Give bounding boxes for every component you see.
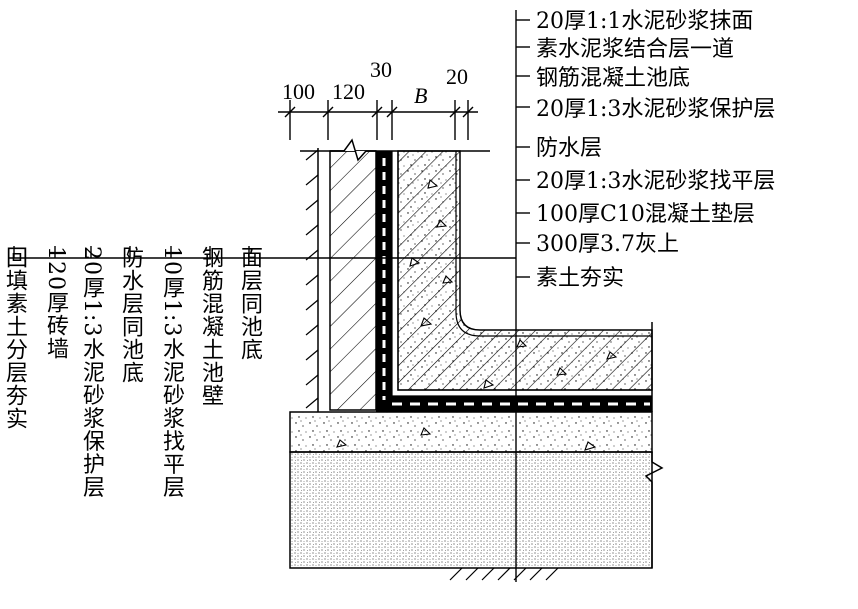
- label-backfill-soil: 回填素土分层夯实: [2, 246, 27, 430]
- label-surface-plaster: 20厚1:1水泥砂浆抹面: [536, 9, 753, 34]
- label-leveling-layer: 20厚1:3水泥砂浆找平层: [536, 169, 775, 194]
- compacted-soil: [449, 567, 559, 581]
- label-wall-surface: 面层同池底: [237, 246, 262, 361]
- dimension-chain: [278, 100, 478, 140]
- label-pool-wall: 钢筋混凝土池壁: [198, 246, 223, 407]
- break-symbol: [644, 452, 664, 568]
- label-waterproof-layer: 防水层: [536, 136, 602, 161]
- label-compacted-soil: 素土夯实: [536, 266, 624, 291]
- label-pool-bottom: 钢筋混凝土池底: [536, 66, 690, 91]
- label-brick-wall: 120厚砖墙: [43, 246, 68, 360]
- backfill-soil: [305, 148, 319, 412]
- label-wall-protection-layer: 20厚1:3水泥砂浆保护层: [79, 246, 104, 499]
- left-leader: [8, 246, 516, 259]
- dimension-120: 120: [332, 79, 365, 104]
- label-bonding-layer: 素水泥浆结合层一道: [536, 37, 734, 62]
- label-wall-leveling-layer: 10厚1:3水泥砂浆找平层: [159, 246, 184, 499]
- label-lime-soil: 300厚3.7灰上: [536, 232, 679, 257]
- surface-plaster-layer: [455, 151, 652, 337]
- dimension-30: 30: [370, 57, 392, 82]
- right-leader: [515, 10, 530, 582]
- dimension-b: B: [414, 83, 427, 108]
- label-wall-waterproof-layer: 防水层同池底: [118, 246, 143, 384]
- label-protection-layer: 20厚1:3水泥砂浆保护层: [536, 97, 775, 122]
- waterproof-layer: [376, 151, 652, 412]
- dimension-20: 20: [446, 64, 468, 89]
- lime-soil-layer: [289, 451, 653, 569]
- label-cushion-layer: 100厚C10混凝土垫层: [536, 202, 755, 227]
- brick-wall: [329, 138, 377, 411]
- dimension-100: 100: [282, 79, 315, 104]
- concrete-cushion-layer: [289, 411, 653, 453]
